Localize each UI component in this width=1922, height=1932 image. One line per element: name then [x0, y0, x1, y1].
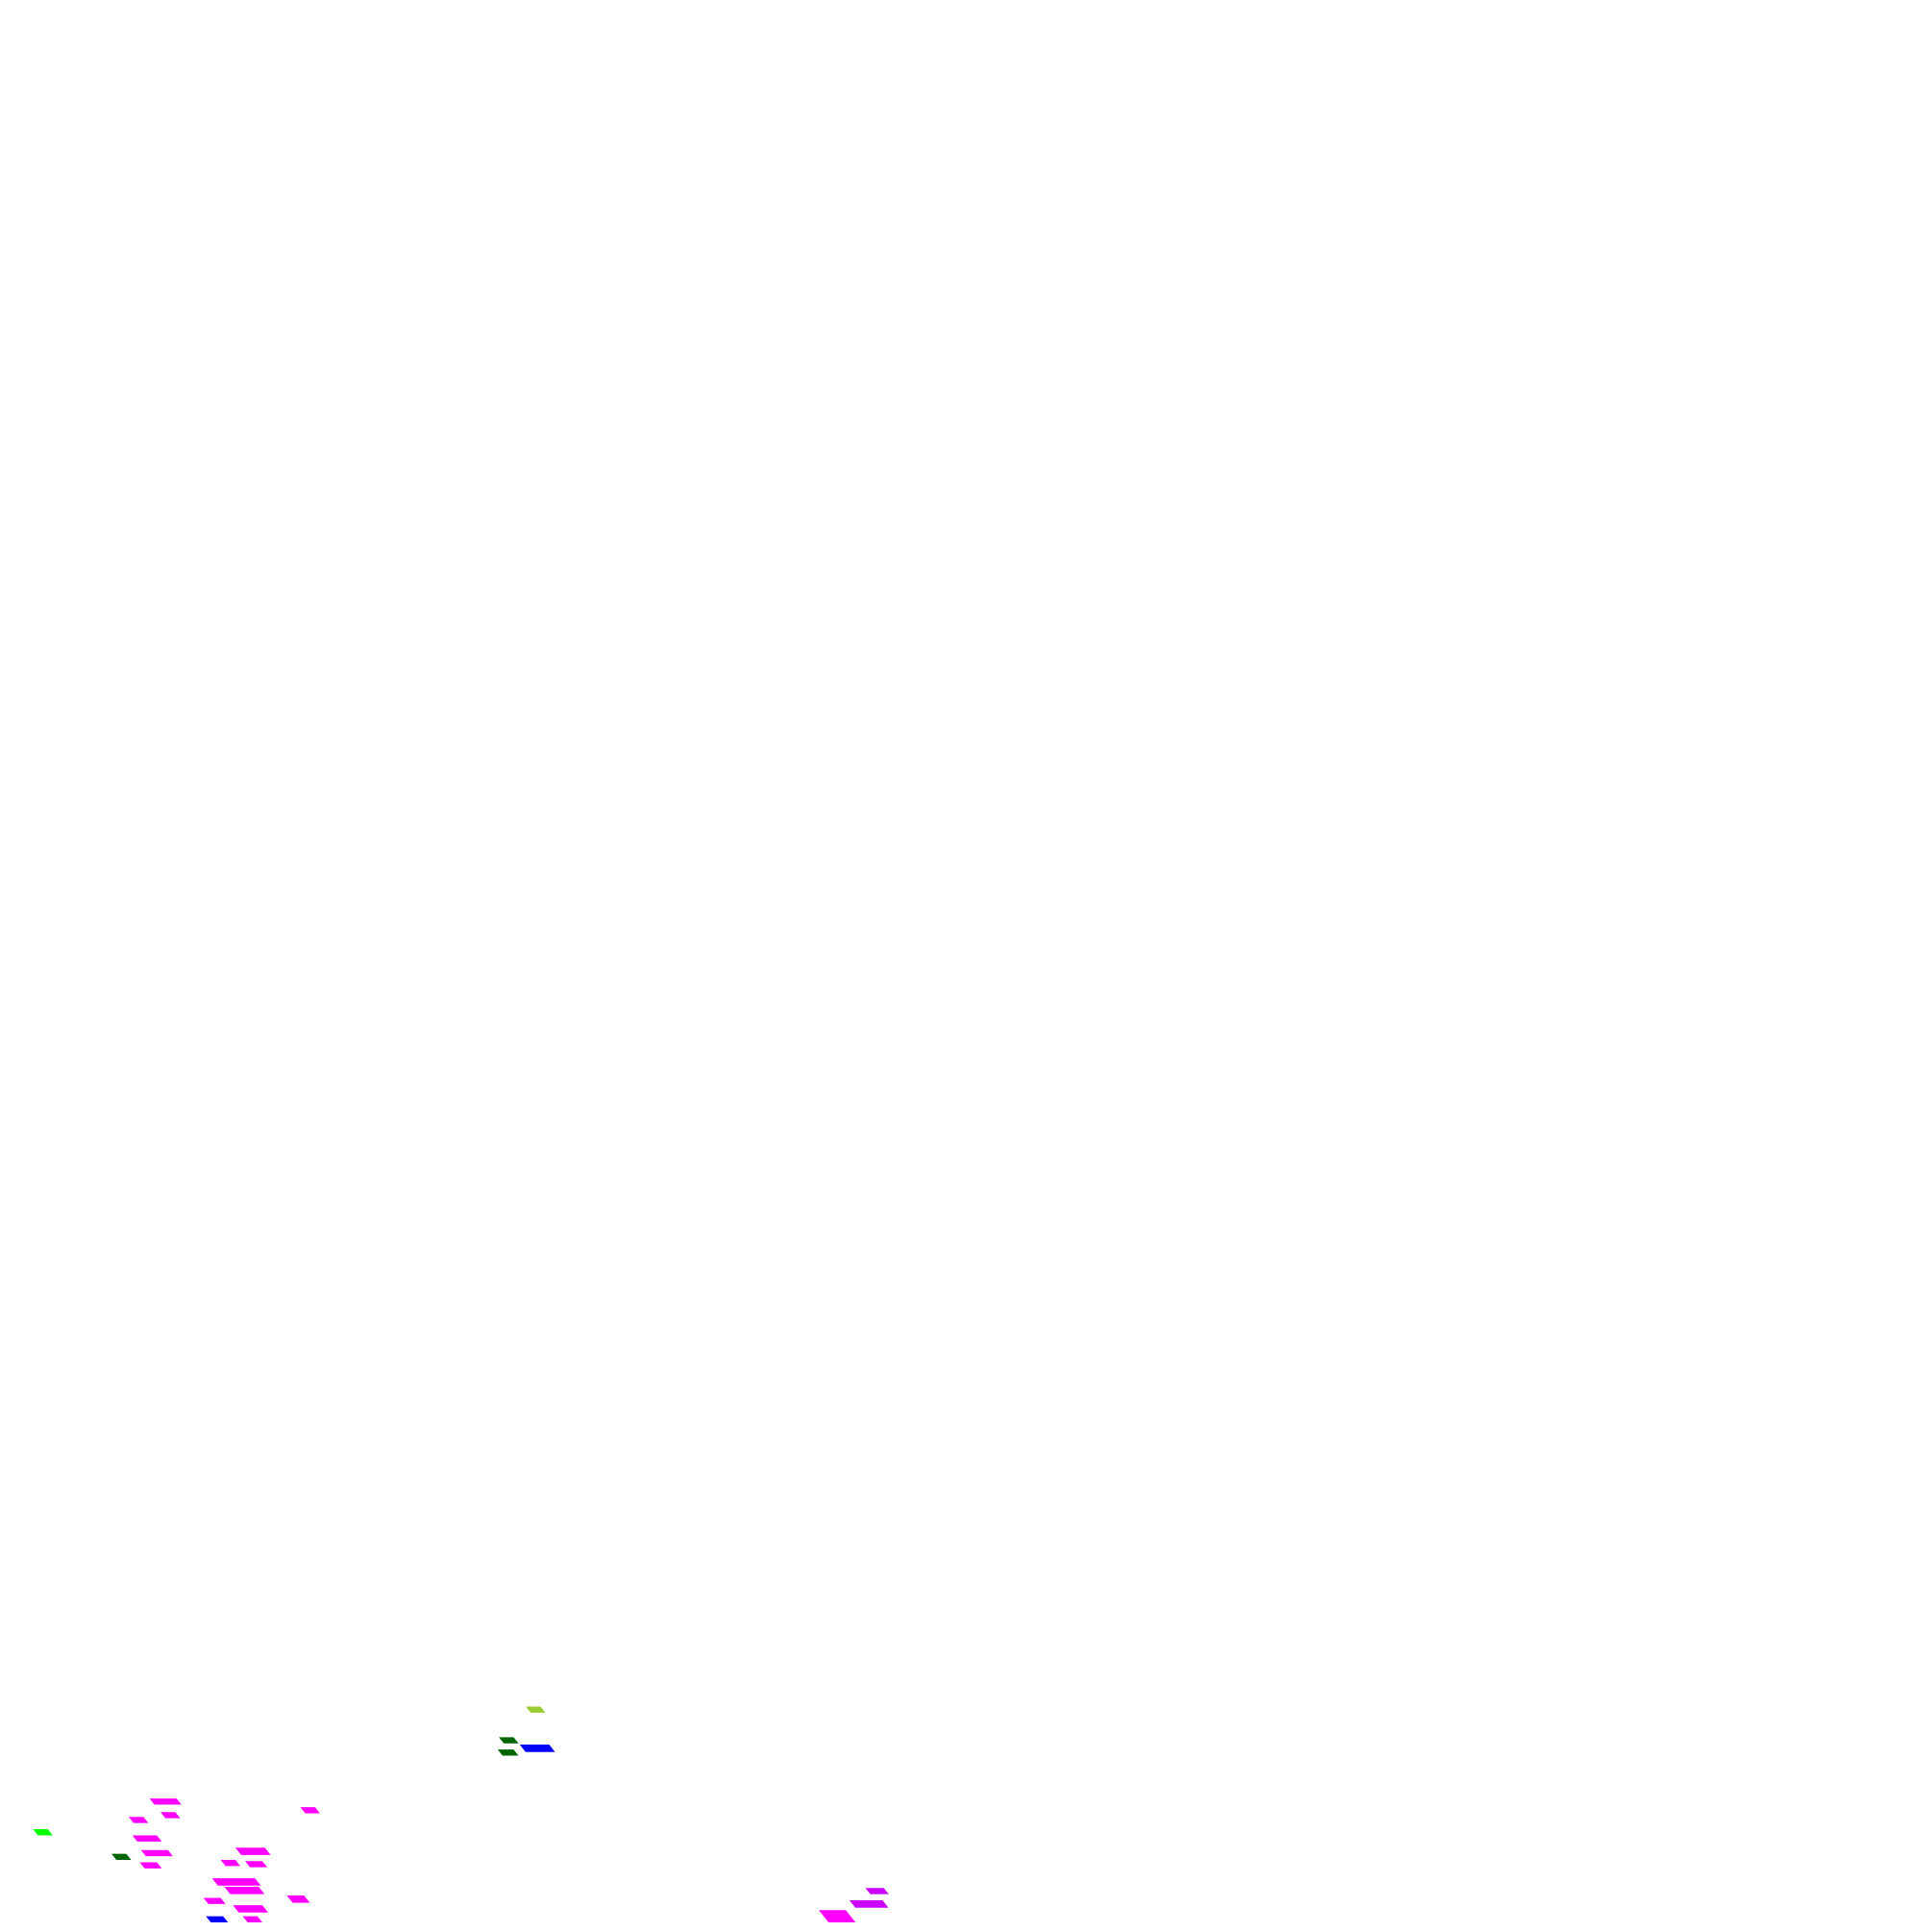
- fragment-mark: [497, 1749, 519, 1756]
- fragment-mark: [206, 1916, 229, 1922]
- fragment-mark: [128, 1817, 149, 1823]
- fragment-mark: [865, 1888, 889, 1895]
- fragment-mark: [139, 1862, 162, 1869]
- fragment-mark: [224, 1887, 265, 1895]
- fragment-mark: [149, 1798, 182, 1805]
- fragment-mark: [33, 1829, 53, 1836]
- fragment-mark: [220, 1859, 240, 1867]
- fragment-mark: [140, 1849, 173, 1857]
- fragment-mark: [242, 1916, 262, 1922]
- fragment-mark: [233, 1905, 269, 1913]
- fragment-mark: [160, 1812, 181, 1819]
- fragment-mark: [526, 1706, 546, 1713]
- fragment-mark: [499, 1737, 519, 1744]
- fragment-mark: [245, 1861, 268, 1868]
- fragment-mark: [819, 1910, 856, 1922]
- fragment-mark: [849, 1900, 889, 1908]
- fragment-mark: [203, 1897, 226, 1904]
- fragment-mark: [300, 1807, 320, 1814]
- fragment-mark: [519, 1745, 555, 1752]
- fragment-mark: [234, 1847, 271, 1855]
- fragment-mark: [132, 1835, 162, 1842]
- fragment-mark: [211, 1878, 261, 1886]
- fragment-mark: [111, 1853, 132, 1860]
- fragment-mark: [286, 1895, 310, 1903]
